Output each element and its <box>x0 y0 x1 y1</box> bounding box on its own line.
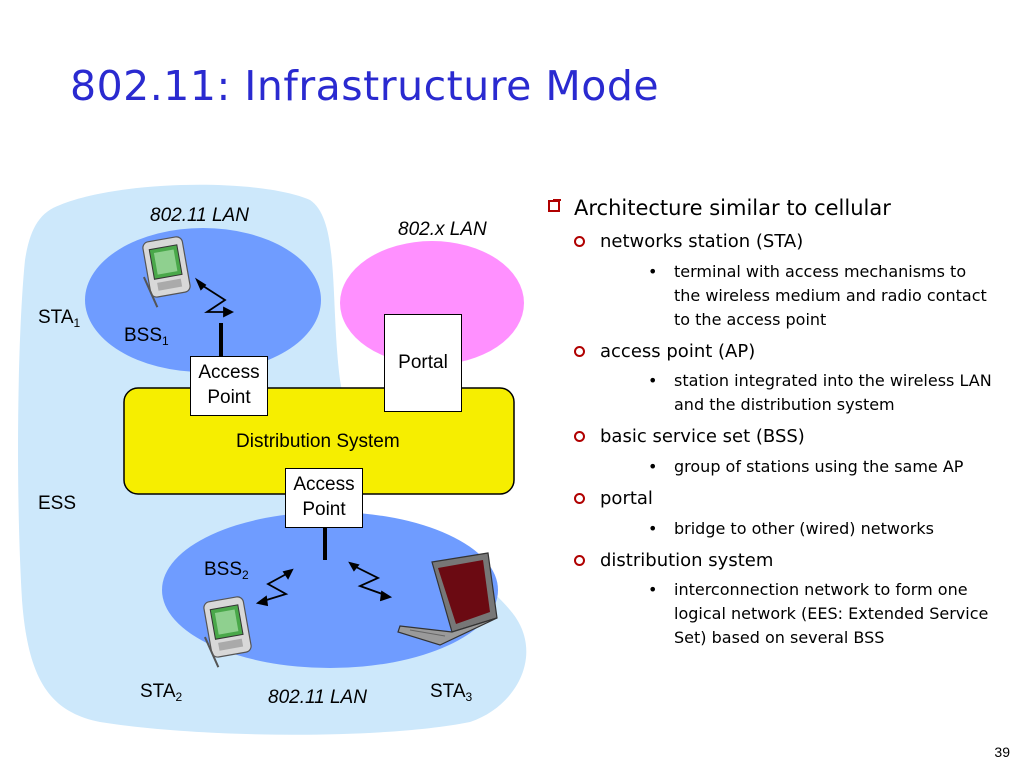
lan-bottom-label: 802.11 LAN <box>268 687 367 708</box>
access-point-bottom-line1: Access <box>293 474 355 495</box>
pda-icon-sta1 <box>142 236 191 308</box>
access-point-bottom-box: Access Point <box>285 468 363 528</box>
dot-bullet-icon: • <box>648 456 658 476</box>
bullet-portal-detail: •bridge to other (wired) networks <box>548 517 994 541</box>
bullet-distribution: distribution system <box>548 550 1008 572</box>
portal-label: Portal <box>398 352 448 373</box>
circle-bullet-icon <box>574 236 585 248</box>
bss2-label: BSS2 <box>204 559 249 582</box>
bullet-list: Architecture similar to cellular network… <box>548 196 1008 659</box>
bullet-ap-detail: •station integrated into the wireless LA… <box>648 371 992 415</box>
dot-bullet-icon: • <box>648 580 658 600</box>
bullet-bss: basic service set (BSS) <box>548 426 1008 448</box>
portal-box: Portal <box>384 314 462 412</box>
wireless-link-2 <box>255 568 294 607</box>
lan-top-label: 802.11 LAN <box>150 205 249 226</box>
access-point-top-line1: Access <box>198 362 260 383</box>
bullet-sta-detail: •terminal with access mechanisms to the … <box>648 261 987 329</box>
bullet-distribution-detail: •interconnection network to form one log… <box>648 580 989 648</box>
bullet-ap: access point (AP) <box>548 341 1008 363</box>
sta1-label: STA1 <box>38 307 81 330</box>
slide-title: 802.11: Infrastructure Mode <box>70 62 660 110</box>
bullet-portal: portal <box>548 488 1008 510</box>
bullet-bss-detail: •group of stations using the same AP <box>548 455 994 479</box>
sta3-label: STA3 <box>430 681 473 704</box>
lan-x-label: 802.x LAN <box>398 219 487 240</box>
bss1-area <box>85 228 321 372</box>
distribution-system-label: Distribution System <box>236 431 400 452</box>
circle-bullet-icon <box>574 554 585 566</box>
page-number: 39 <box>994 744 1010 760</box>
sta2-label: STA2 <box>140 681 183 704</box>
access-point-top-line2: Point <box>207 386 251 408</box>
box-bullet-icon <box>548 199 561 212</box>
bullet-sta: networks station (STA) <box>548 231 1008 253</box>
dot-bullet-icon: • <box>648 261 658 281</box>
dot-bullet-icon: • <box>648 371 658 391</box>
infrastructure-diagram <box>18 184 527 735</box>
ess-label: ESS <box>38 493 77 514</box>
pda-icon-sta2 <box>203 596 252 668</box>
bss1-label: BSS1 <box>124 325 169 348</box>
circle-bullet-icon <box>574 431 585 443</box>
wireless-link-1 <box>194 277 235 318</box>
wireless-link-3 <box>348 561 393 602</box>
laptop-icon-sta3 <box>397 552 498 646</box>
dot-bullet-icon: • <box>648 518 658 538</box>
access-point-bottom-line2: Point <box>302 498 346 520</box>
bullet-level1: Architecture similar to cellular <box>548 196 1008 221</box>
circle-bullet-icon <box>574 345 585 357</box>
circle-bullet-icon <box>574 492 585 504</box>
access-point-top-box: Access Point <box>190 356 268 416</box>
